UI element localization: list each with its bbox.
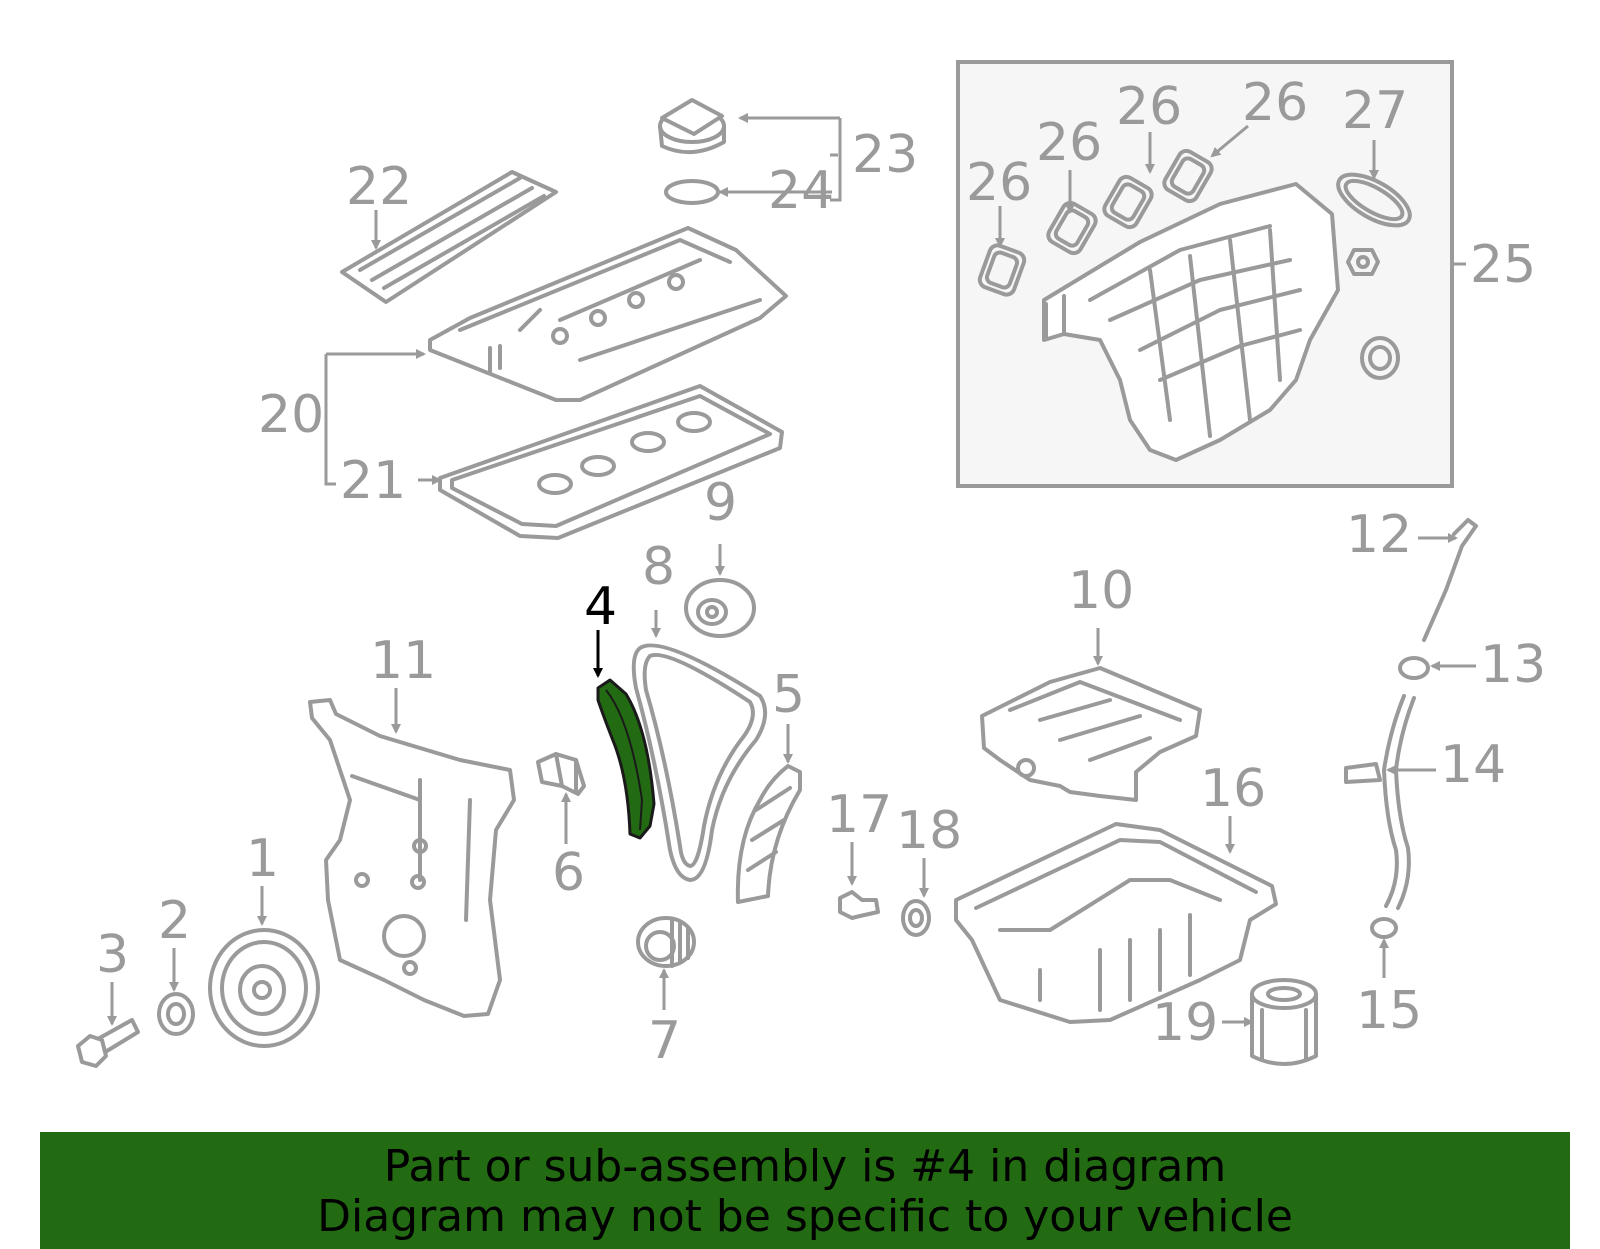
leader-lines <box>107 118 1476 1027</box>
part-17-drain-plug[interactable] <box>838 890 880 920</box>
callout-18: 18 <box>896 801 962 861</box>
callout-16: 16 <box>1200 759 1266 819</box>
part-13-o-ring[interactable] <box>1398 656 1430 680</box>
part-20-valve-cover[interactable] <box>428 226 788 402</box>
part-1-crankshaft-pulley[interactable] <box>208 928 320 1048</box>
part-4-timing-chain-guide[interactable] <box>596 678 656 840</box>
callout-3: 3 <box>96 925 129 985</box>
part-26-intake-gaskets[interactable] <box>977 148 1215 297</box>
callout-26-c: 26 <box>1116 77 1182 137</box>
part-18-drain-washer[interactable] <box>901 899 931 937</box>
part-8-timing-chain[interactable] <box>631 643 768 882</box>
part-5-chain-guide[interactable] <box>735 764 802 904</box>
callout-26-d: 26 <box>1242 73 1308 133</box>
callout-13: 13 <box>1480 635 1546 695</box>
callout-10: 10 <box>1068 561 1134 621</box>
part-14-dipstick-tube[interactable] <box>1344 694 1416 910</box>
part-21-valve-cover-gasket[interactable] <box>438 384 784 540</box>
part-15-o-ring[interactable] <box>1370 917 1398 939</box>
callout-19: 19 <box>1152 993 1218 1053</box>
banner-line-2: Diagram may not be specific to your vehi… <box>317 1191 1293 1242</box>
part-27-seal-ring[interactable] <box>1330 164 1417 235</box>
callout-numbers: 22 23 24 20 21 26 26 26 26 27 25 9 8 4 5… <box>96 73 1546 1071</box>
callout-1: 1 <box>246 829 279 889</box>
part-23-oil-filler-cap[interactable] <box>658 98 726 155</box>
part-19-oil-filter[interactable] <box>1250 978 1318 1066</box>
info-banner: Part or sub-assembly is #4 in diagram Di… <box>40 1132 1570 1249</box>
callout-2: 2 <box>158 891 191 951</box>
callout-12: 12 <box>1346 505 1412 565</box>
part-11-timing-cover[interactable] <box>308 698 516 1018</box>
callout-25: 25 <box>1470 235 1536 295</box>
part-3-pulley-bolt[interactable] <box>76 1018 140 1068</box>
callout-22: 22 <box>346 157 412 217</box>
callout-11: 11 <box>370 631 436 691</box>
callout-4: 4 <box>584 577 617 637</box>
callout-5: 5 <box>772 665 805 725</box>
callout-7: 7 <box>648 1011 681 1071</box>
callout-14: 14 <box>1440 735 1506 795</box>
callout-20: 20 <box>258 385 324 445</box>
callout-26-a: 26 <box>966 153 1032 213</box>
part-12-dipstick[interactable] <box>1422 518 1478 642</box>
part-2-washer[interactable] <box>157 992 195 1036</box>
part-9-cam-sprocket[interactable] <box>684 578 756 638</box>
part-7-sprocket[interactable] <box>636 916 696 968</box>
callout-8: 8 <box>642 537 675 597</box>
part-24-o-ring[interactable] <box>664 179 720 205</box>
callout-15: 15 <box>1356 981 1422 1041</box>
callout-9: 9 <box>704 473 737 533</box>
part-10-balance-shaft-assembly[interactable] <box>980 666 1202 802</box>
part-6-chain-tensioner[interactable] <box>536 752 586 796</box>
part-22-engine-cover[interactable] <box>340 170 558 304</box>
callout-26-b: 26 <box>1036 113 1102 173</box>
part-25-intake-manifold[interactable] <box>1042 182 1340 462</box>
callout-21: 21 <box>340 451 406 511</box>
manifold-seal <box>1360 336 1400 380</box>
callout-6: 6 <box>552 843 585 903</box>
banner-line-1: Part or sub-assembly is #4 in diagram <box>383 1141 1227 1192</box>
callout-17: 17 <box>826 785 892 845</box>
callout-23: 23 <box>852 125 918 185</box>
part-16-oil-pan[interactable] <box>954 822 1278 1024</box>
callout-24: 24 <box>768 161 834 221</box>
callout-27: 27 <box>1342 81 1408 141</box>
manifold-bolt <box>1346 248 1380 276</box>
